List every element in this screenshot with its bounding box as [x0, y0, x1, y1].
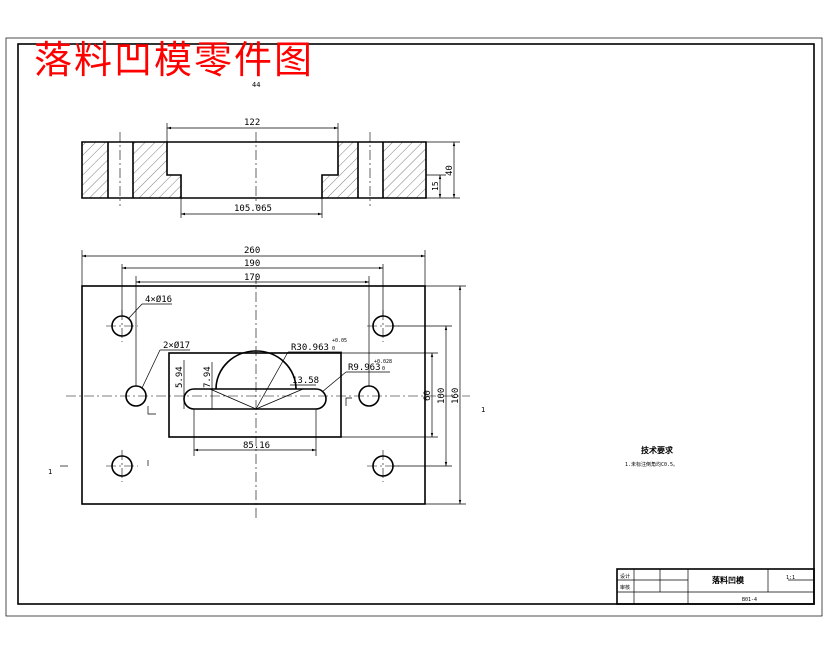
die-arc: [215, 350, 297, 390]
title-block-designer: 设计: [620, 573, 630, 580]
dim-60: 60: [423, 390, 433, 401]
title-block-part-name: 落料凹模: [712, 575, 745, 585]
hatch-region: [82, 142, 108, 198]
inner-pocket: [168, 352, 342, 438]
dim-15: 15: [431, 181, 440, 191]
title-block-reviewer: 审核: [620, 584, 630, 591]
hatch-region: [133, 142, 167, 198]
title-block: 设计 审核 落料凹模 1:1 B01-4: [616, 568, 815, 605]
callout-arc-radius: R30.963: [291, 343, 329, 353]
side-mark-right: 1: [481, 406, 485, 414]
callout-4-holes: 4×Ø16: [145, 294, 172, 305]
sheet-border-outer: [5, 37, 823, 617]
callout-slot-radius: R9.963: [348, 363, 381, 373]
tech-notes: 技术要求 1.未标注倒角均C0.5。: [625, 445, 678, 468]
drawing-title: 落料凹模零件图: [34, 38, 315, 82]
arc-tol-upper: +0.05: [332, 338, 347, 344]
die-slot: [183, 388, 327, 410]
dim-122: 122: [244, 118, 260, 128]
dim-13-58: 13.58: [292, 376, 319, 386]
sheet-border-inner: [17, 43, 815, 605]
slot-tol-upper: +0.028: [374, 359, 392, 365]
callout-2-holes: 2×Ø17: [163, 340, 190, 351]
arc-tol-lower: 0: [332, 346, 335, 352]
section-view: 122 105.065 40 15: [81, 118, 460, 218]
dim-260: 260: [244, 246, 260, 256]
side-mark-left: 1: [48, 468, 52, 476]
dim-160: 160: [451, 388, 461, 404]
dim-170: 170: [244, 273, 260, 283]
hatch-region: [167, 175, 181, 198]
hatch-region: [338, 142, 358, 198]
dim-5-94: 5.94: [175, 366, 185, 388]
dim-100: 100: [437, 388, 447, 404]
title-block-drawing-no: B01-4: [742, 597, 757, 603]
dim-190: 190: [244, 259, 260, 269]
dim-7-94: 7.94: [203, 366, 213, 388]
notes-line-1: 1.未标注倒角均C0.5。: [625, 461, 678, 468]
dim-40: 40: [445, 165, 455, 176]
top-mark: 44: [252, 81, 260, 89]
title-block-scale: 1:1: [786, 575, 795, 581]
hatch-region: [322, 175, 338, 198]
plate-outline: [81, 285, 426, 505]
dim-105: 105.065: [234, 204, 272, 214]
notes-heading: 技术要求: [641, 445, 674, 455]
dim-85: 85.16: [243, 441, 270, 451]
plan-view: 260 190 170 85.16 160 100: [48, 246, 485, 518]
slot-tol-lower: 0: [382, 366, 385, 372]
hatch-region: [383, 142, 426, 198]
